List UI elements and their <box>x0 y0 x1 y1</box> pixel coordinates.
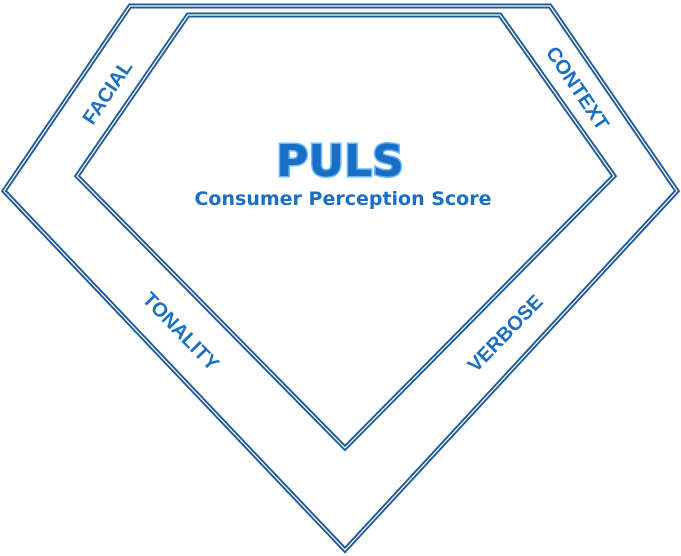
verbose-label: VERBOSE <box>464 291 548 377</box>
subtitle: Consumer Perception Score <box>194 188 491 210</box>
inner-diamond <box>73 12 618 452</box>
outer-diamond <box>0 3 681 554</box>
tonality-label: TONALITY <box>138 288 223 375</box>
puls-title: PULS <box>276 136 404 187</box>
